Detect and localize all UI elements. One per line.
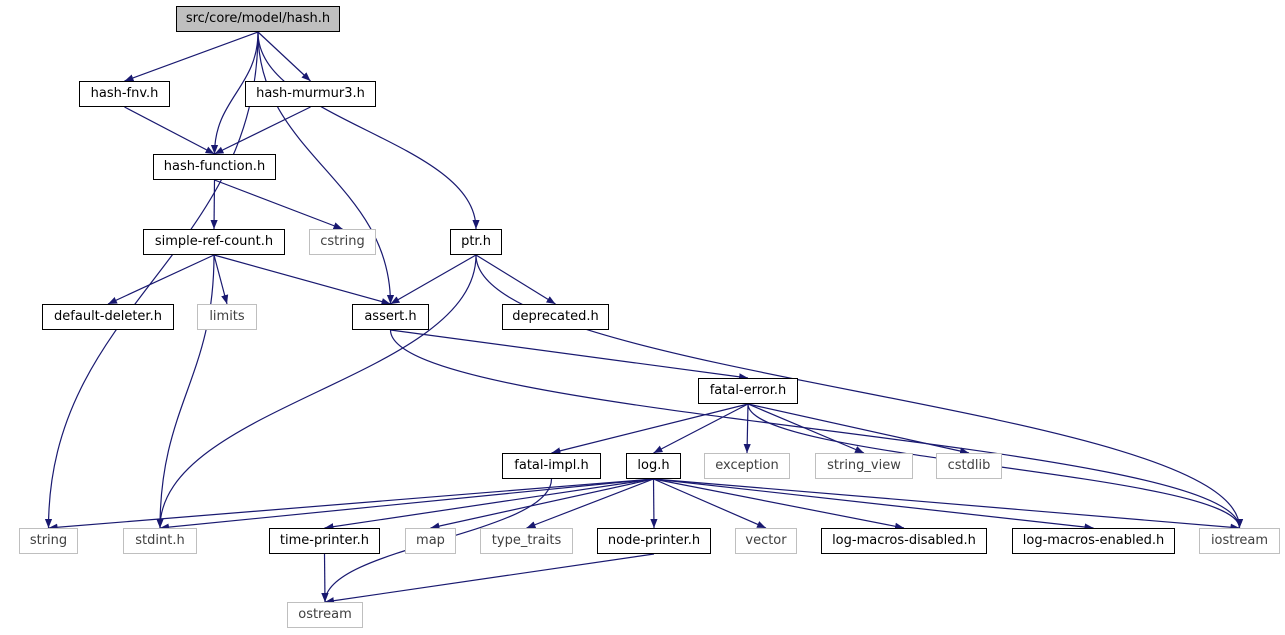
edge-hash_h-to-hash_murmur3: [257, 31, 311, 82]
node-hash-fnv[interactable]: hash-fnv.h: [79, 81, 170, 107]
edge-hash_h-to-ptr: [257, 31, 480, 230]
edge-hash_function-to-cstring: [214, 179, 343, 230]
node-log[interactable]: log.h: [626, 453, 681, 479]
node-iostream: iostream: [1199, 528, 1280, 554]
edge-simple_ref_count-to-stdint: [156, 254, 215, 529]
edge-fatal_error-to-string_view: [747, 403, 865, 454]
edge-log-to-map: [430, 478, 654, 530]
node-fatal-error[interactable]: fatal-error.h: [698, 378, 798, 404]
edge-assert-to-iostream: [389, 329, 1244, 529]
node-node-printer[interactable]: node-printer.h: [597, 528, 711, 554]
edge-fatal_error-to-cstdlib: [747, 403, 970, 455]
node-limits: limits: [197, 304, 257, 330]
edge-hash_h-to-assert: [257, 31, 395, 305]
edge-hash_h-to-string: [44, 31, 259, 529]
node-ostream: ostream: [287, 602, 363, 628]
edge-ptr-to-assert: [390, 254, 477, 305]
edge-simple_ref_count-to-limits: [213, 254, 229, 305]
node-simple-ref-count[interactable]: simple-ref-count.h: [143, 229, 285, 255]
edge-hash_h-to-hash_function: [210, 31, 259, 155]
edge-ptr-to-deprecated: [475, 254, 556, 305]
node-type-traits: type_traits: [480, 528, 573, 554]
edge-hash_h-to-hash_fnv: [124, 31, 259, 82]
edge-ptr-to-stdint: [156, 254, 477, 529]
edge-hash_fnv-to-hash_function: [124, 106, 215, 155]
edge-time_printer-to-ostream: [321, 553, 329, 603]
node-log-macros-enabled[interactable]: log-macros-enabled.h: [1012, 528, 1175, 554]
edge-ptr-to-iostream: [475, 254, 1244, 529]
edge-log-to-type_traits: [526, 478, 654, 529]
edge-simple_ref_count-to-assert: [213, 254, 391, 306]
edge-hash_murmur3-to-hash_function: [214, 106, 311, 155]
node-hash-h: src/core/model/hash.h: [176, 6, 340, 32]
node-vector: vector: [735, 528, 797, 554]
edge-log-to-vector: [653, 478, 767, 529]
node-cstdlib: cstdlib: [936, 453, 1002, 479]
node-string-view: string_view: [815, 453, 913, 479]
edge-log-to-log_macros_disabled: [653, 478, 905, 530]
node-default-deleter[interactable]: default-deleter.h: [42, 304, 174, 330]
node-time-printer[interactable]: time-printer.h: [269, 528, 380, 554]
node-hash-murmur3[interactable]: hash-murmur3.h: [245, 81, 376, 107]
edge-hash_function-to-simple_ref_count: [210, 179, 218, 230]
node-deprecated[interactable]: deprecated.h: [502, 304, 609, 330]
edge-log-to-log_macros_enabled: [653, 478, 1094, 531]
edge-assert-to-fatal_error: [390, 329, 749, 381]
edge-log-to-string: [48, 478, 654, 531]
edge-log-to-time_printer: [324, 478, 654, 531]
edge-node_printer-to-ostream: [324, 553, 655, 605]
node-ptr[interactable]: ptr.h: [450, 229, 502, 255]
edge-fatal_error-to-fatal_impl: [551, 403, 749, 455]
node-map: map: [405, 528, 456, 554]
node-assert[interactable]: assert.h: [352, 304, 429, 330]
node-log-macros-disabled[interactable]: log-macros-disabled.h: [821, 528, 987, 554]
node-stdint: stdint.h: [123, 528, 197, 554]
edge-fatal_error-to-exception: [743, 403, 751, 454]
node-hash-function[interactable]: hash-function.h: [153, 154, 276, 180]
edge-simple_ref_count-to-default_deleter: [107, 254, 215, 305]
edge-log-to-stdint: [159, 478, 654, 531]
node-exception: exception: [704, 453, 790, 479]
node-fatal-impl[interactable]: fatal-impl.h: [502, 453, 601, 479]
edge-fatal_error-to-log: [653, 403, 749, 454]
node-string: string: [19, 528, 78, 554]
node-cstring: cstring: [309, 229, 376, 255]
edge-log-to-iostream: [653, 478, 1240, 531]
edge-log-to-node_printer: [650, 478, 658, 529]
